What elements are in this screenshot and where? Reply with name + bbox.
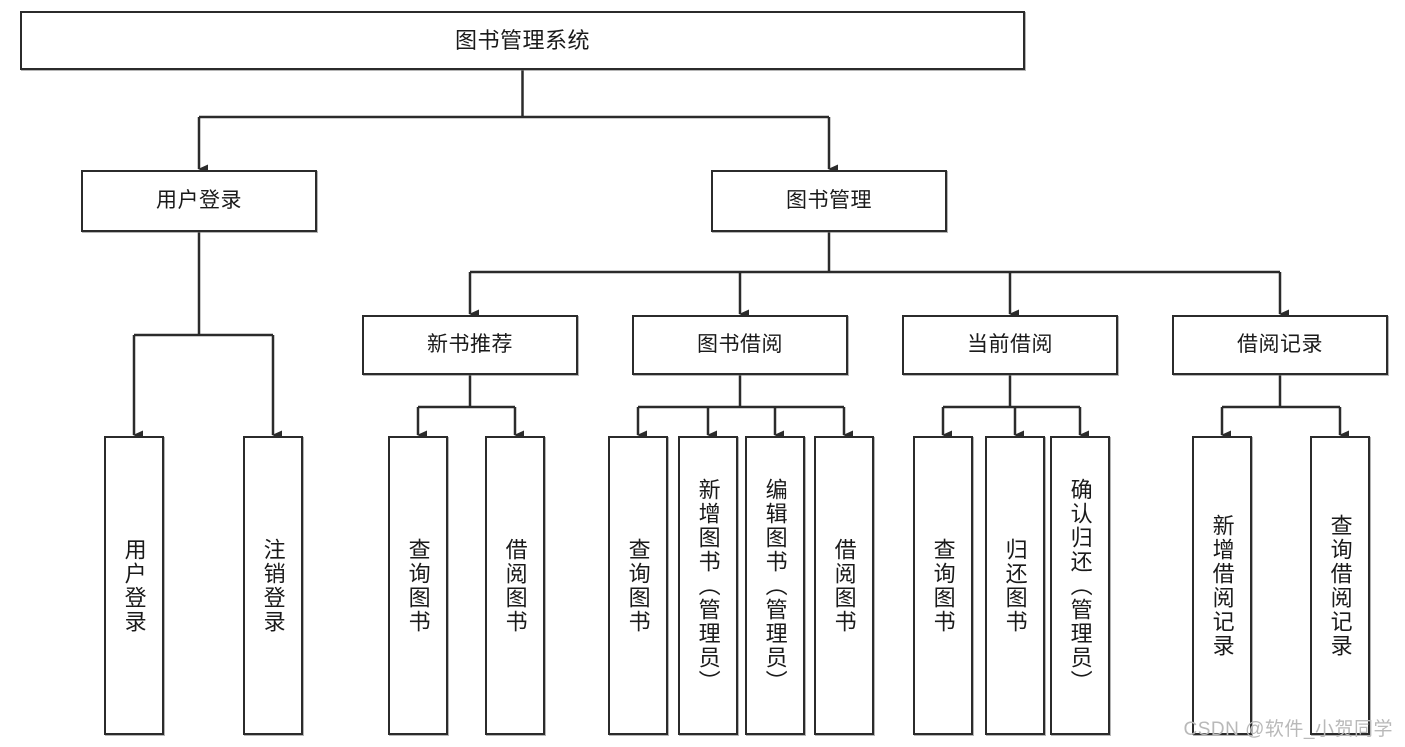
- node-leaf-query-borrow-record[interactable]: 查询借阅记录: [1310, 436, 1370, 735]
- node-leaf-add-borrow-record[interactable]: 新增借阅记录: [1192, 436, 1252, 735]
- node-label-root: 图书管理系统: [454, 27, 590, 53]
- node-leaf-return-book[interactable]: 归还图书: [985, 436, 1045, 735]
- node-leaf-query-book-borrow[interactable]: 查询图书: [608, 436, 668, 735]
- node-label-new-book-rec: 新书推荐: [427, 332, 513, 356]
- node-leaf-query-book-cur[interactable]: 查询图书: [913, 436, 973, 735]
- node-new-book-rec[interactable]: 新书推荐: [362, 315, 578, 375]
- node-leaf-user-login[interactable]: 用户登录: [104, 436, 164, 735]
- node-leaf-edit-book-admin[interactable]: 编辑图书（管理员）: [745, 436, 805, 735]
- node-leaf-borrow-book-rec[interactable]: 借阅图书: [485, 436, 545, 735]
- node-label-leaf-confirm-return-admin: 确认归还（管理员）: [1067, 477, 1093, 694]
- node-leaf-query-book-rec[interactable]: 查询图书: [388, 436, 448, 735]
- node-leaf-logout-login[interactable]: 注销登录: [243, 436, 303, 735]
- node-leaf-borrow-book[interactable]: 借阅图书: [814, 436, 874, 735]
- node-label-user-login: 用户登录: [156, 188, 242, 212]
- node-borrow-record[interactable]: 借阅记录: [1172, 315, 1388, 375]
- node-leaf-confirm-return-admin[interactable]: 确认归还（管理员）: [1050, 436, 1110, 735]
- node-label-leaf-query-book-rec: 查询图书: [405, 537, 431, 634]
- node-book-manage[interactable]: 图书管理: [711, 170, 947, 232]
- node-label-leaf-edit-book-admin: 编辑图书（管理员）: [762, 477, 788, 694]
- node-label-leaf-add-book-admin: 新增图书（管理员）: [695, 477, 721, 694]
- node-current-borrow[interactable]: 当前借阅: [902, 315, 1118, 375]
- node-book-borrow[interactable]: 图书借阅: [632, 315, 848, 375]
- node-label-leaf-add-borrow-record: 新增借阅记录: [1209, 513, 1235, 658]
- node-label-leaf-query-book-borrow: 查询图书: [625, 537, 651, 634]
- node-label-leaf-logout-login: 注销登录: [260, 537, 286, 634]
- node-label-leaf-borrow-book: 借阅图书: [831, 537, 857, 634]
- node-label-leaf-user-login: 用户登录: [121, 537, 147, 634]
- node-label-book-borrow: 图书借阅: [697, 332, 783, 356]
- node-label-leaf-borrow-book-rec: 借阅图书: [502, 537, 528, 634]
- node-label-book-manage: 图书管理: [786, 188, 872, 212]
- node-label-leaf-query-book-cur: 查询图书: [930, 537, 956, 634]
- node-root[interactable]: 图书管理系统: [20, 11, 1025, 70]
- node-label-borrow-record: 借阅记录: [1237, 332, 1323, 356]
- node-user-login[interactable]: 用户登录: [81, 170, 317, 232]
- node-leaf-add-book-admin[interactable]: 新增图书（管理员）: [678, 436, 738, 735]
- node-label-leaf-return-book: 归还图书: [1002, 537, 1028, 634]
- node-label-leaf-query-borrow-record: 查询借阅记录: [1327, 513, 1353, 658]
- node-label-current-borrow: 当前借阅: [967, 332, 1053, 356]
